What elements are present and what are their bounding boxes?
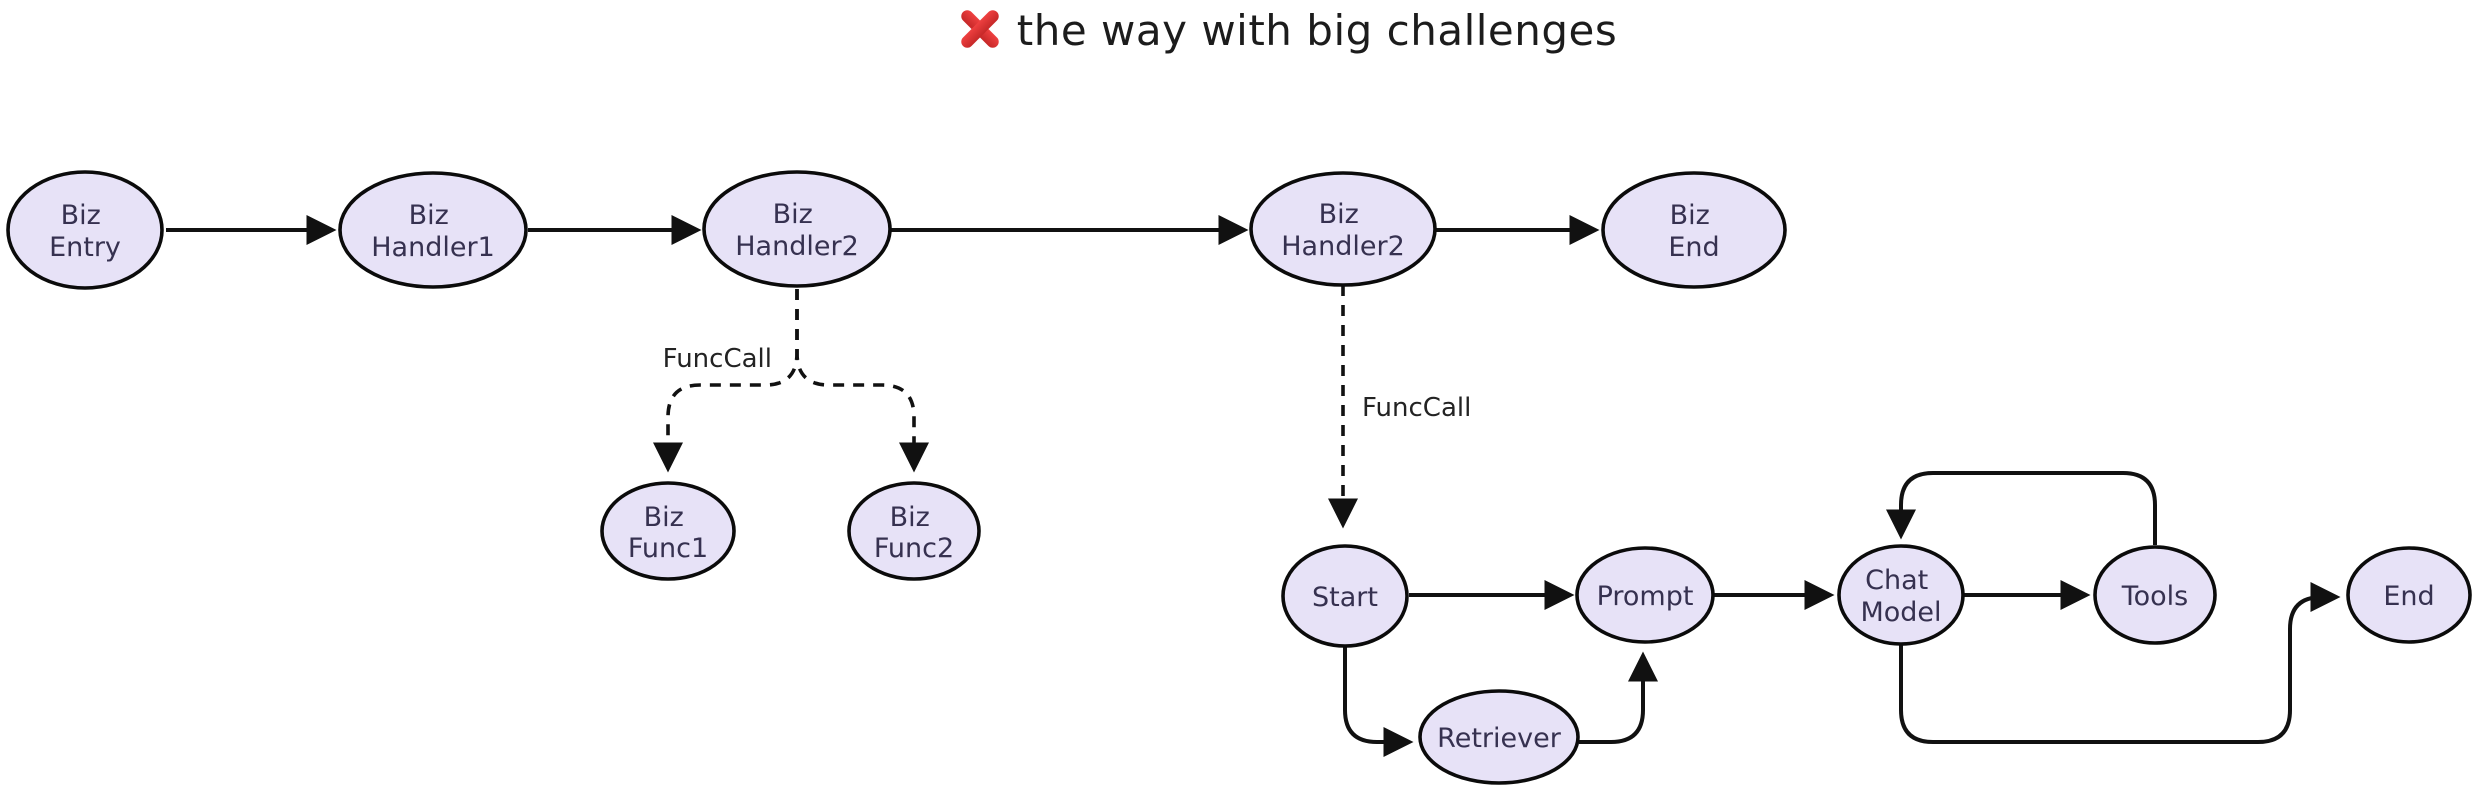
node-ellipse <box>1837 544 1965 646</box>
node-retriever: Retriever <box>1418 689 1580 785</box>
node-label: Biz Handler1 <box>371 200 495 263</box>
node-ellipse <box>2346 546 2472 644</box>
node-biz-handler2-b: Biz Handler2 <box>1249 171 1437 287</box>
edge-label-funccall-2: FuncCall <box>1362 393 1471 423</box>
node-ellipse <box>1575 546 1715 644</box>
node-ellipse <box>847 481 981 581</box>
node-label: Biz Func1 <box>628 502 708 564</box>
node-chat-model: Chat Model <box>1837 544 1965 646</box>
node-ellipse <box>1418 689 1580 785</box>
node-ellipse <box>702 170 892 288</box>
node-ellipse <box>600 481 736 581</box>
edge-label-funccall-1: FuncCall <box>663 344 772 374</box>
edge-start-retriever <box>1343 647 1414 757</box>
node-label: Biz End <box>1668 200 1719 263</box>
node-prompt: Prompt <box>1575 546 1715 644</box>
node-label: Biz Entry <box>49 200 121 263</box>
edge-tools-chatmodel-loop <box>1886 471 2157 545</box>
edge-retriever-prompt <box>1579 651 1658 744</box>
edge-bizhandler2a-bizfunc1 <box>653 289 799 473</box>
node-biz-func2: Biz Func2 <box>847 481 981 581</box>
node-end: End <box>2346 546 2472 644</box>
node-ellipse <box>1601 171 1787 289</box>
node-ellipse <box>2093 545 2217 645</box>
node-label: Retriever <box>1437 723 1562 754</box>
node-tools: Tools <box>2093 545 2217 645</box>
diagram-title: the way with big challenges <box>52 6 2472 55</box>
node-biz-handler2-a: Biz Handler2 <box>702 170 892 288</box>
node-label: Prompt <box>1597 581 1694 612</box>
node-label: Biz Handler2 <box>735 199 859 262</box>
node-biz-end: Biz End <box>1601 171 1787 289</box>
node-ellipse <box>6 170 164 290</box>
node-ellipse <box>338 171 528 289</box>
edge-chatmodel-end-loop <box>1899 582 2341 744</box>
node-biz-func1: Biz Func1 <box>600 481 736 581</box>
node-start: Start <box>1281 544 1409 648</box>
node-label: Chat Model <box>1860 565 1941 628</box>
diagram-title-text: the way with big challenges <box>1016 6 1618 55</box>
node-label: End <box>2383 581 2434 612</box>
edge-group <box>166 215 2341 757</box>
node-biz-handler1: Biz Handler1 <box>338 171 528 289</box>
node-biz-entry: Biz Entry <box>6 170 164 290</box>
node-label: Start <box>1312 582 1378 613</box>
node-ellipse <box>1281 544 1409 648</box>
node-label: Biz Func2 <box>874 502 954 564</box>
node-label: Tools <box>2121 581 2189 612</box>
edge-bizhandler2a-bizfunc2 <box>795 289 929 473</box>
node-label: Biz Handler2 <box>1281 199 1405 262</box>
node-ellipse <box>1249 171 1437 287</box>
